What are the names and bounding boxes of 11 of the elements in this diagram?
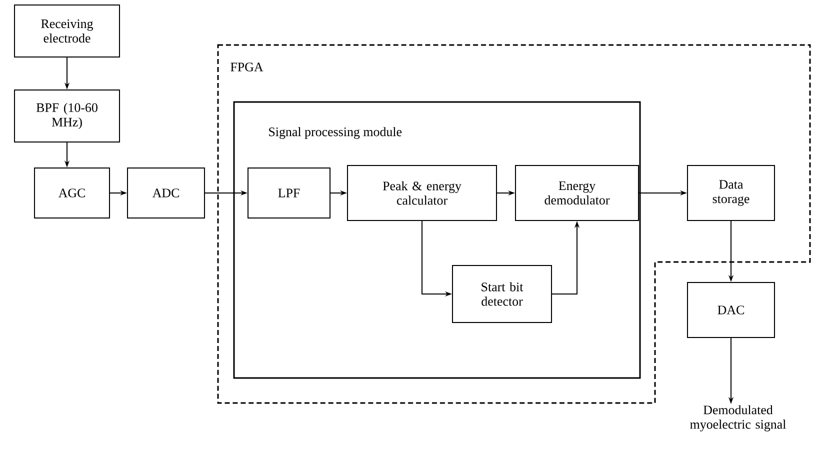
process-box: ADC (127, 168, 205, 218)
process-box: Energy demodulator (515, 165, 639, 221)
process-box: AGC (34, 168, 110, 218)
process-box: Start bit detector (452, 265, 552, 323)
output-label: Demodulated myoelectric signal (690, 405, 786, 432)
process-box: LPF (248, 168, 330, 218)
process-box: BPF (10-60 MHz) (14, 90, 120, 142)
process-box: DAC (687, 282, 775, 338)
process-box: Data storage (687, 165, 775, 221)
process-box: Peak & energy calculator (347, 165, 497, 221)
process-box: Receiving electrode (14, 4, 120, 58)
